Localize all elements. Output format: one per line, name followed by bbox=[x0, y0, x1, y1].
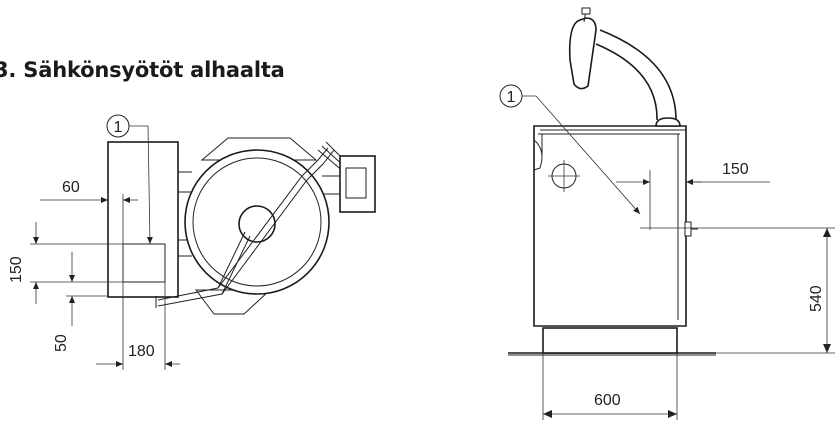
handle-arm bbox=[157, 147, 329, 301]
dim-600: 600 bbox=[594, 392, 621, 409]
section-title: 3. Sähkönsyötöt alhaalta bbox=[0, 58, 285, 82]
cabinet-outline bbox=[107, 141, 179, 298]
pot-hub bbox=[238, 205, 276, 243]
dim-150-right: 150 bbox=[722, 161, 749, 178]
pot-inner bbox=[192, 157, 322, 287]
base-plinth bbox=[542, 327, 678, 354]
faucet-arm bbox=[595, 43, 658, 121]
dim-180: 180 bbox=[128, 343, 155, 360]
dim-50: 50 bbox=[53, 334, 70, 352]
side-fitting bbox=[684, 221, 692, 237]
dim-150-left: 150 bbox=[8, 256, 25, 283]
cabinet-body bbox=[533, 125, 687, 327]
side-view: 1 150 540 600 bbox=[499, 7, 835, 420]
dim-60: 60 bbox=[62, 179, 80, 196]
control-box-panel bbox=[345, 167, 367, 199]
faucet-base bbox=[655, 117, 681, 127]
dim-540: 540 bbox=[808, 285, 825, 312]
callout-number-left: 1 bbox=[114, 119, 123, 136]
top-view: 1 60 150 50 180 bbox=[8, 114, 376, 370]
callout-number-right: 1 bbox=[507, 89, 516, 106]
control-box bbox=[339, 155, 376, 213]
faucet-head bbox=[568, 17, 597, 90]
